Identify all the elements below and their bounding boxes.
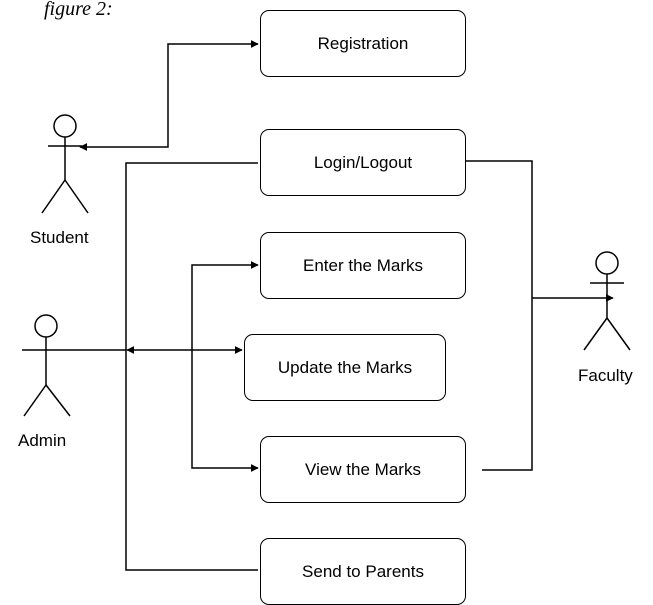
student-actor xyxy=(41,114,89,214)
update-marks-usecase: Update the Marks xyxy=(244,334,446,401)
registration-usecase: Registration xyxy=(260,10,466,77)
figure-caption: figure 2: xyxy=(44,0,113,20)
view-marks-connector xyxy=(191,350,259,472)
admin-trunk-connector xyxy=(125,162,258,571)
update-marks-label: Update the Marks xyxy=(277,357,413,377)
enter-marks-usecase: Enter the Marks xyxy=(260,232,466,299)
enter-marks-label: Enter the Marks xyxy=(303,255,423,275)
enter-marks-connector xyxy=(191,261,259,350)
admin-label: Admin xyxy=(18,431,67,450)
send-to-parents-label: Send to Parents xyxy=(302,561,424,581)
faculty-label: Faculty xyxy=(578,366,633,385)
view-marks-usecase: View the Marks xyxy=(260,436,466,503)
view-marks-label: View the Marks xyxy=(305,459,421,479)
admin-actor xyxy=(22,314,71,417)
student-registration-connector xyxy=(79,40,259,151)
student-label: Student xyxy=(30,228,89,247)
login-logout-usecase: Login/Logout xyxy=(260,129,466,196)
login-logout-label: Login/Logout xyxy=(313,152,413,172)
view-faculty-connector xyxy=(482,298,533,471)
registration-label: Registration xyxy=(317,33,409,53)
login-faculty-connector xyxy=(466,160,533,298)
faculty-actor xyxy=(583,251,631,351)
send-to-parents-usecase: Send to Parents xyxy=(260,538,466,605)
